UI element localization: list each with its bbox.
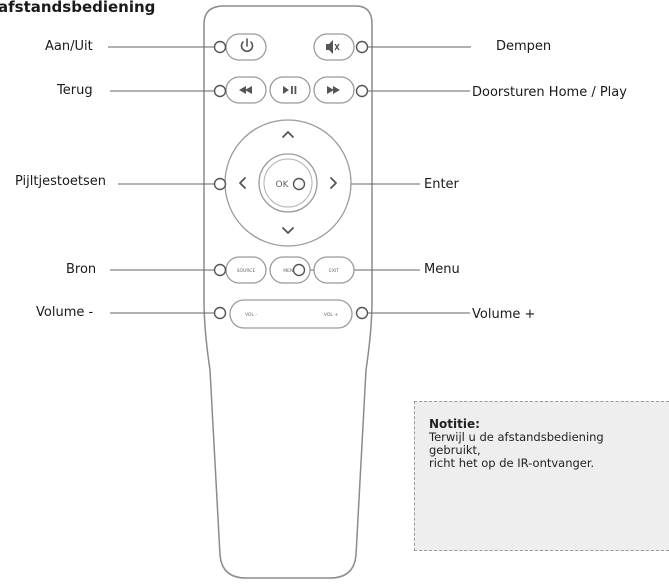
- play-pause-button[interactable]: [269, 76, 311, 104]
- callout-dot-menu: [292, 263, 306, 277]
- callout-dot-back: [213, 84, 227, 98]
- callout-mute: Dempen: [496, 39, 552, 54]
- menu-button[interactable]: [269, 256, 311, 284]
- callout-dot-vol-down: [213, 306, 227, 320]
- arrow-up-icon: [282, 131, 294, 138]
- ok-label: OK: [276, 180, 290, 190]
- source-label: SOURCE: [237, 268, 256, 274]
- volume-rocker[interactable]: [229, 299, 353, 329]
- callout-dot-arrows: [213, 177, 227, 191]
- ok-button[interactable]: [258, 153, 318, 213]
- mute-icon: [326, 40, 340, 54]
- callout-volume-up: Volume +: [472, 307, 536, 322]
- callout-dot-vol-up: [355, 306, 369, 320]
- note-box: Notitie: Terwijl u de afstandsbediening …: [414, 401, 669, 551]
- fast-forward-icon: [327, 86, 340, 94]
- callout-arrows: Pijltjestoetsen: [15, 174, 107, 189]
- callout-source: Bron: [66, 262, 97, 277]
- callout-dot-forward: [355, 84, 369, 98]
- callout-power: Aan/Uit: [45, 39, 93, 54]
- arrow-right-icon: [330, 177, 337, 189]
- vol-minus-label: VOL -: [245, 312, 257, 318]
- rewind-icon: [239, 86, 252, 94]
- vol-plus-label: VOL +: [324, 312, 338, 318]
- play-pause-icon: [283, 86, 297, 94]
- power-button[interactable]: [225, 33, 267, 61]
- callout-dot-source: [213, 263, 227, 277]
- callout-volume-down: Volume -: [36, 305, 94, 320]
- note-text: Terwijl u de afstandsbediening gebruikt,…: [429, 430, 604, 470]
- callout-back: Terug: [57, 83, 93, 98]
- callout-forward-home-play: Doorsturen Home / Play: [472, 85, 627, 100]
- page-title: afstandsbediening: [0, 0, 156, 16]
- callout-dot-power: [213, 40, 227, 54]
- callout-enter: Enter: [424, 177, 459, 192]
- exit-button[interactable]: [313, 256, 355, 284]
- callout-dot-enter: [292, 177, 306, 191]
- exit-label: EXIT: [329, 268, 339, 274]
- mute-button[interactable]: [313, 33, 355, 61]
- power-icon: [240, 38, 254, 53]
- callout-dot-mute: [355, 40, 369, 54]
- note-title: Notitie:: [429, 417, 480, 431]
- arrow-down-icon: [282, 227, 294, 234]
- menu-label: MENU: [283, 268, 296, 274]
- callout-menu: Menu: [424, 262, 460, 277]
- arrow-left-icon: [239, 177, 246, 189]
